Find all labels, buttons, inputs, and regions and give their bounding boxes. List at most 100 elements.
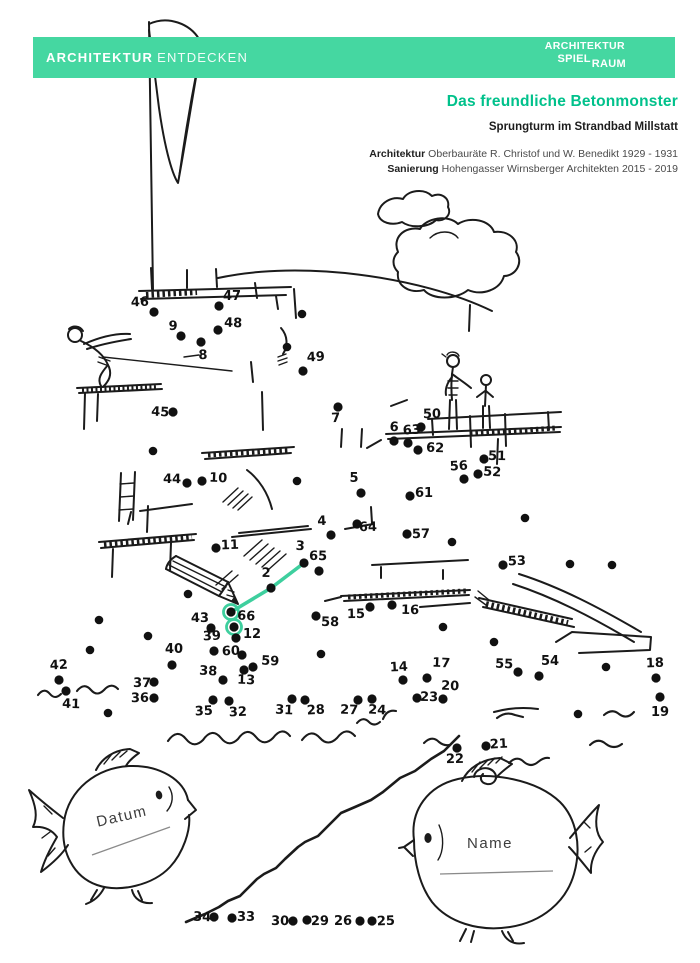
- puzzle-dot-50: [416, 422, 426, 432]
- puzzle-dot-20: [438, 694, 448, 704]
- puzzle-dot-52: [473, 469, 483, 479]
- decorative-dot: [143, 631, 153, 641]
- dot-label-10: 10: [209, 471, 228, 487]
- dot-label-61: 61: [415, 486, 433, 501]
- puzzle-dot-7: [333, 402, 343, 412]
- dot-label-57: 57: [412, 527, 430, 542]
- credit-architektur: Architektur Oberbauräte R. Christof und …: [369, 148, 678, 160]
- dot-label-49: 49: [306, 350, 325, 366]
- dot-label-51: 51: [488, 449, 506, 464]
- decorative-dot: [447, 537, 457, 547]
- dot-label-36: 36: [131, 691, 149, 706]
- dot-label-14: 14: [389, 660, 408, 676]
- dot-label-21: 21: [489, 737, 508, 753]
- dot-label-12: 12: [243, 627, 261, 642]
- decorative-dot: [103, 708, 113, 718]
- dot-label-3: 3: [295, 539, 305, 554]
- puzzle-dot-37: [149, 677, 159, 687]
- puzzle-dot-1: [226, 607, 236, 617]
- dot-label-31: 31: [275, 703, 294, 719]
- dot-label-28: 28: [306, 703, 325, 719]
- dot-label-64: 64: [359, 520, 377, 535]
- dot-label-50: 50: [423, 407, 441, 422]
- puzzle-dot-54: [534, 671, 544, 681]
- dot-label-13: 13: [237, 673, 256, 689]
- tower-top-platform: [138, 267, 493, 431]
- fish-eye: [424, 833, 432, 843]
- puzzle-dot-17: [422, 673, 432, 683]
- mother-figure: [441, 351, 472, 430]
- dot-label-66: 66: [237, 609, 256, 625]
- puzzle-dot-12: [231, 633, 241, 643]
- dot-label-30: 30: [271, 914, 289, 929]
- dot-label-63: 63: [402, 423, 421, 439]
- shoreline-drawing: [184, 734, 461, 924]
- puzzle-dot-40: [167, 660, 177, 670]
- diver-figure: [67, 325, 233, 430]
- dot-label-15: 15: [347, 607, 365, 622]
- cloud-drawing: [377, 190, 521, 299]
- puzzle-dot-59: [248, 662, 258, 672]
- dot-label-24: 24: [368, 703, 387, 719]
- dot-label-35: 35: [194, 704, 213, 720]
- puzzle-dot-55: [513, 667, 523, 677]
- page-subtitle: Sprungturm im Strandbad Millstatt: [488, 121, 678, 133]
- dot-label-65: 65: [309, 549, 327, 564]
- dot-label-2: 2: [261, 566, 270, 581]
- puzzle-dot-34: [209, 912, 219, 922]
- dot-label-8: 8: [198, 348, 207, 363]
- puzzle-dot-64: [352, 519, 362, 529]
- page-title: Das freundliche Betonmonster: [446, 93, 678, 110]
- puzzle-dot-14: [398, 675, 408, 685]
- dot-label-42: 42: [49, 658, 68, 674]
- fish-eye: [155, 790, 163, 800]
- decorative-dot: [489, 637, 499, 647]
- dot-label-59: 59: [261, 654, 280, 670]
- dot-label-39: 39: [203, 629, 222, 645]
- puzzle-dot-2: [266, 583, 276, 593]
- decorative-dot: [282, 342, 292, 352]
- puzzle-dot-44: [182, 478, 192, 488]
- decorative-dot: [148, 446, 158, 456]
- puzzle-dot-60: [237, 650, 247, 660]
- dot-label-55: 55: [495, 657, 514, 673]
- brand-light: ENTDECKEN: [157, 50, 249, 65]
- decorative-dot: [94, 615, 104, 625]
- dot-label-60: 60: [222, 644, 241, 660]
- puzzle-dot-27: [353, 695, 363, 705]
- puzzle-dot-19: [655, 692, 665, 702]
- puzzle-dot-26: [355, 916, 365, 926]
- decorative-dot: [438, 622, 448, 632]
- puzzle-dot-51: [479, 454, 489, 464]
- dot-label-48: 48: [224, 316, 243, 332]
- dot-label-20: 20: [441, 679, 460, 695]
- puzzle-dot-42: [54, 675, 64, 685]
- dot-label-11: 11: [221, 538, 240, 554]
- puzzle-dot-56: [459, 474, 469, 484]
- puzzle-dot-63: [403, 438, 413, 448]
- name-field-label: Name: [467, 835, 513, 852]
- puzzle-dot-4: [326, 530, 336, 540]
- fish-name: Name: [398, 756, 604, 945]
- puzzle-dot-29: [302, 915, 312, 925]
- dot-label-40: 40: [165, 642, 183, 657]
- child-figure: [476, 374, 494, 429]
- decorative-dot: [316, 649, 326, 659]
- puzzle-dot-48: [213, 325, 223, 335]
- dot-label-22: 22: [446, 752, 464, 767]
- puzzle-dot-11: [211, 543, 221, 553]
- puzzle-dot-49: [298, 366, 308, 376]
- puzzle-dot-30: [288, 916, 298, 926]
- decorative-dot: [85, 645, 95, 655]
- puzzle-dot-15: [365, 602, 375, 612]
- family-platform: [385, 411, 562, 465]
- puzzle-dot-38: [218, 675, 228, 685]
- decorative-dot: [601, 662, 611, 672]
- puzzle-dot-65: [314, 566, 324, 576]
- datum-field-label: Datum: [95, 802, 149, 830]
- dot-label-44: 44: [163, 472, 181, 487]
- dot-label-26: 26: [334, 914, 352, 929]
- dot-label-54: 54: [541, 654, 559, 669]
